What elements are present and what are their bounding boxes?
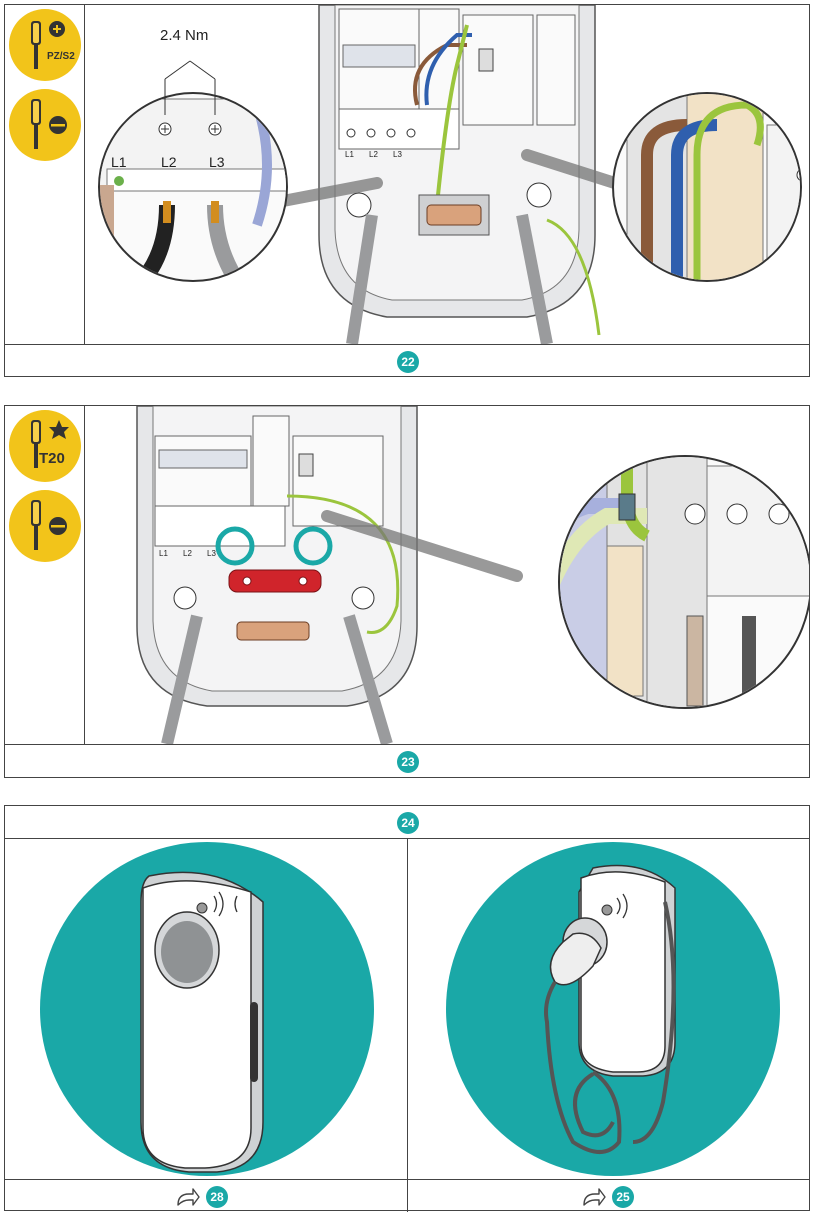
step-22-panel: PZ/S2 L1 L2 L3 [4, 4, 810, 377]
torque-value: 2.4 Nm [160, 27, 209, 44]
step-number-badge: 22 [397, 351, 419, 373]
tool-label: T20 [39, 450, 65, 467]
torx-screwdriver-icon: T20 [9, 410, 81, 482]
step-number-badge: 23 [397, 751, 419, 773]
next-step-left[interactable]: 28 [175, 1185, 245, 1209]
next-step-right[interactable]: 25 [581, 1185, 651, 1209]
next-step-badge: 28 [206, 1186, 228, 1208]
step-22-footer: 22 [5, 344, 809, 378]
redirect-arrow-icon [583, 1188, 606, 1206]
tool-column: PZ/S2 [5, 5, 85, 344]
column-divider [407, 839, 408, 1212]
zoom-terminal-label-l3: L3 [209, 154, 225, 170]
torx-screwdriver-icon [31, 420, 69, 468]
flat-screwdriver-icon [9, 490, 81, 562]
charger-front-illustration [40, 842, 374, 1176]
terminal-label-l2: L2 [369, 150, 378, 159]
flat-screwdriver-icon [31, 99, 67, 149]
phillips-screwdriver-icon [31, 21, 65, 69]
charger-with-cable-illustration [446, 842, 780, 1176]
step-24-panel: 24 28 [4, 805, 810, 1212]
tool-label: PZ/S2 [47, 51, 75, 62]
step-24-header: 24 [5, 806, 809, 839]
terminal-label-l3: L3 [393, 150, 402, 159]
next-step-badge: 25 [612, 1186, 634, 1208]
terminal-label-l2: L2 [183, 549, 192, 558]
flat-screwdriver-icon [31, 500, 67, 550]
step-23-footer: 23 [5, 744, 809, 779]
step-23-panel: T20 L1 L2 L3 [4, 405, 810, 778]
tool-column: T20 [5, 406, 85, 744]
step-24-footer: 28 25 [5, 1179, 809, 1212]
redirect-arrow-icon [177, 1188, 200, 1206]
flat-screwdriver-icon [9, 89, 81, 161]
zoom-terminal-label-l2: L2 [161, 154, 177, 170]
terminal-label-l1: L1 [159, 549, 168, 558]
step-number-badge: 24 [397, 812, 419, 834]
step-23-illustration: L1 L2 L3 [136, 406, 809, 744]
terminal-label-l3: L3 [207, 549, 216, 558]
step-22-illustration: L1 L2 L3 L1 L2 L3 [98, 5, 802, 344]
zoom-terminal-label-l1: L1 [111, 154, 127, 170]
phillips-screwdriver-icon: PZ/S2 [9, 9, 81, 81]
terminal-label-l1: L1 [345, 150, 354, 159]
